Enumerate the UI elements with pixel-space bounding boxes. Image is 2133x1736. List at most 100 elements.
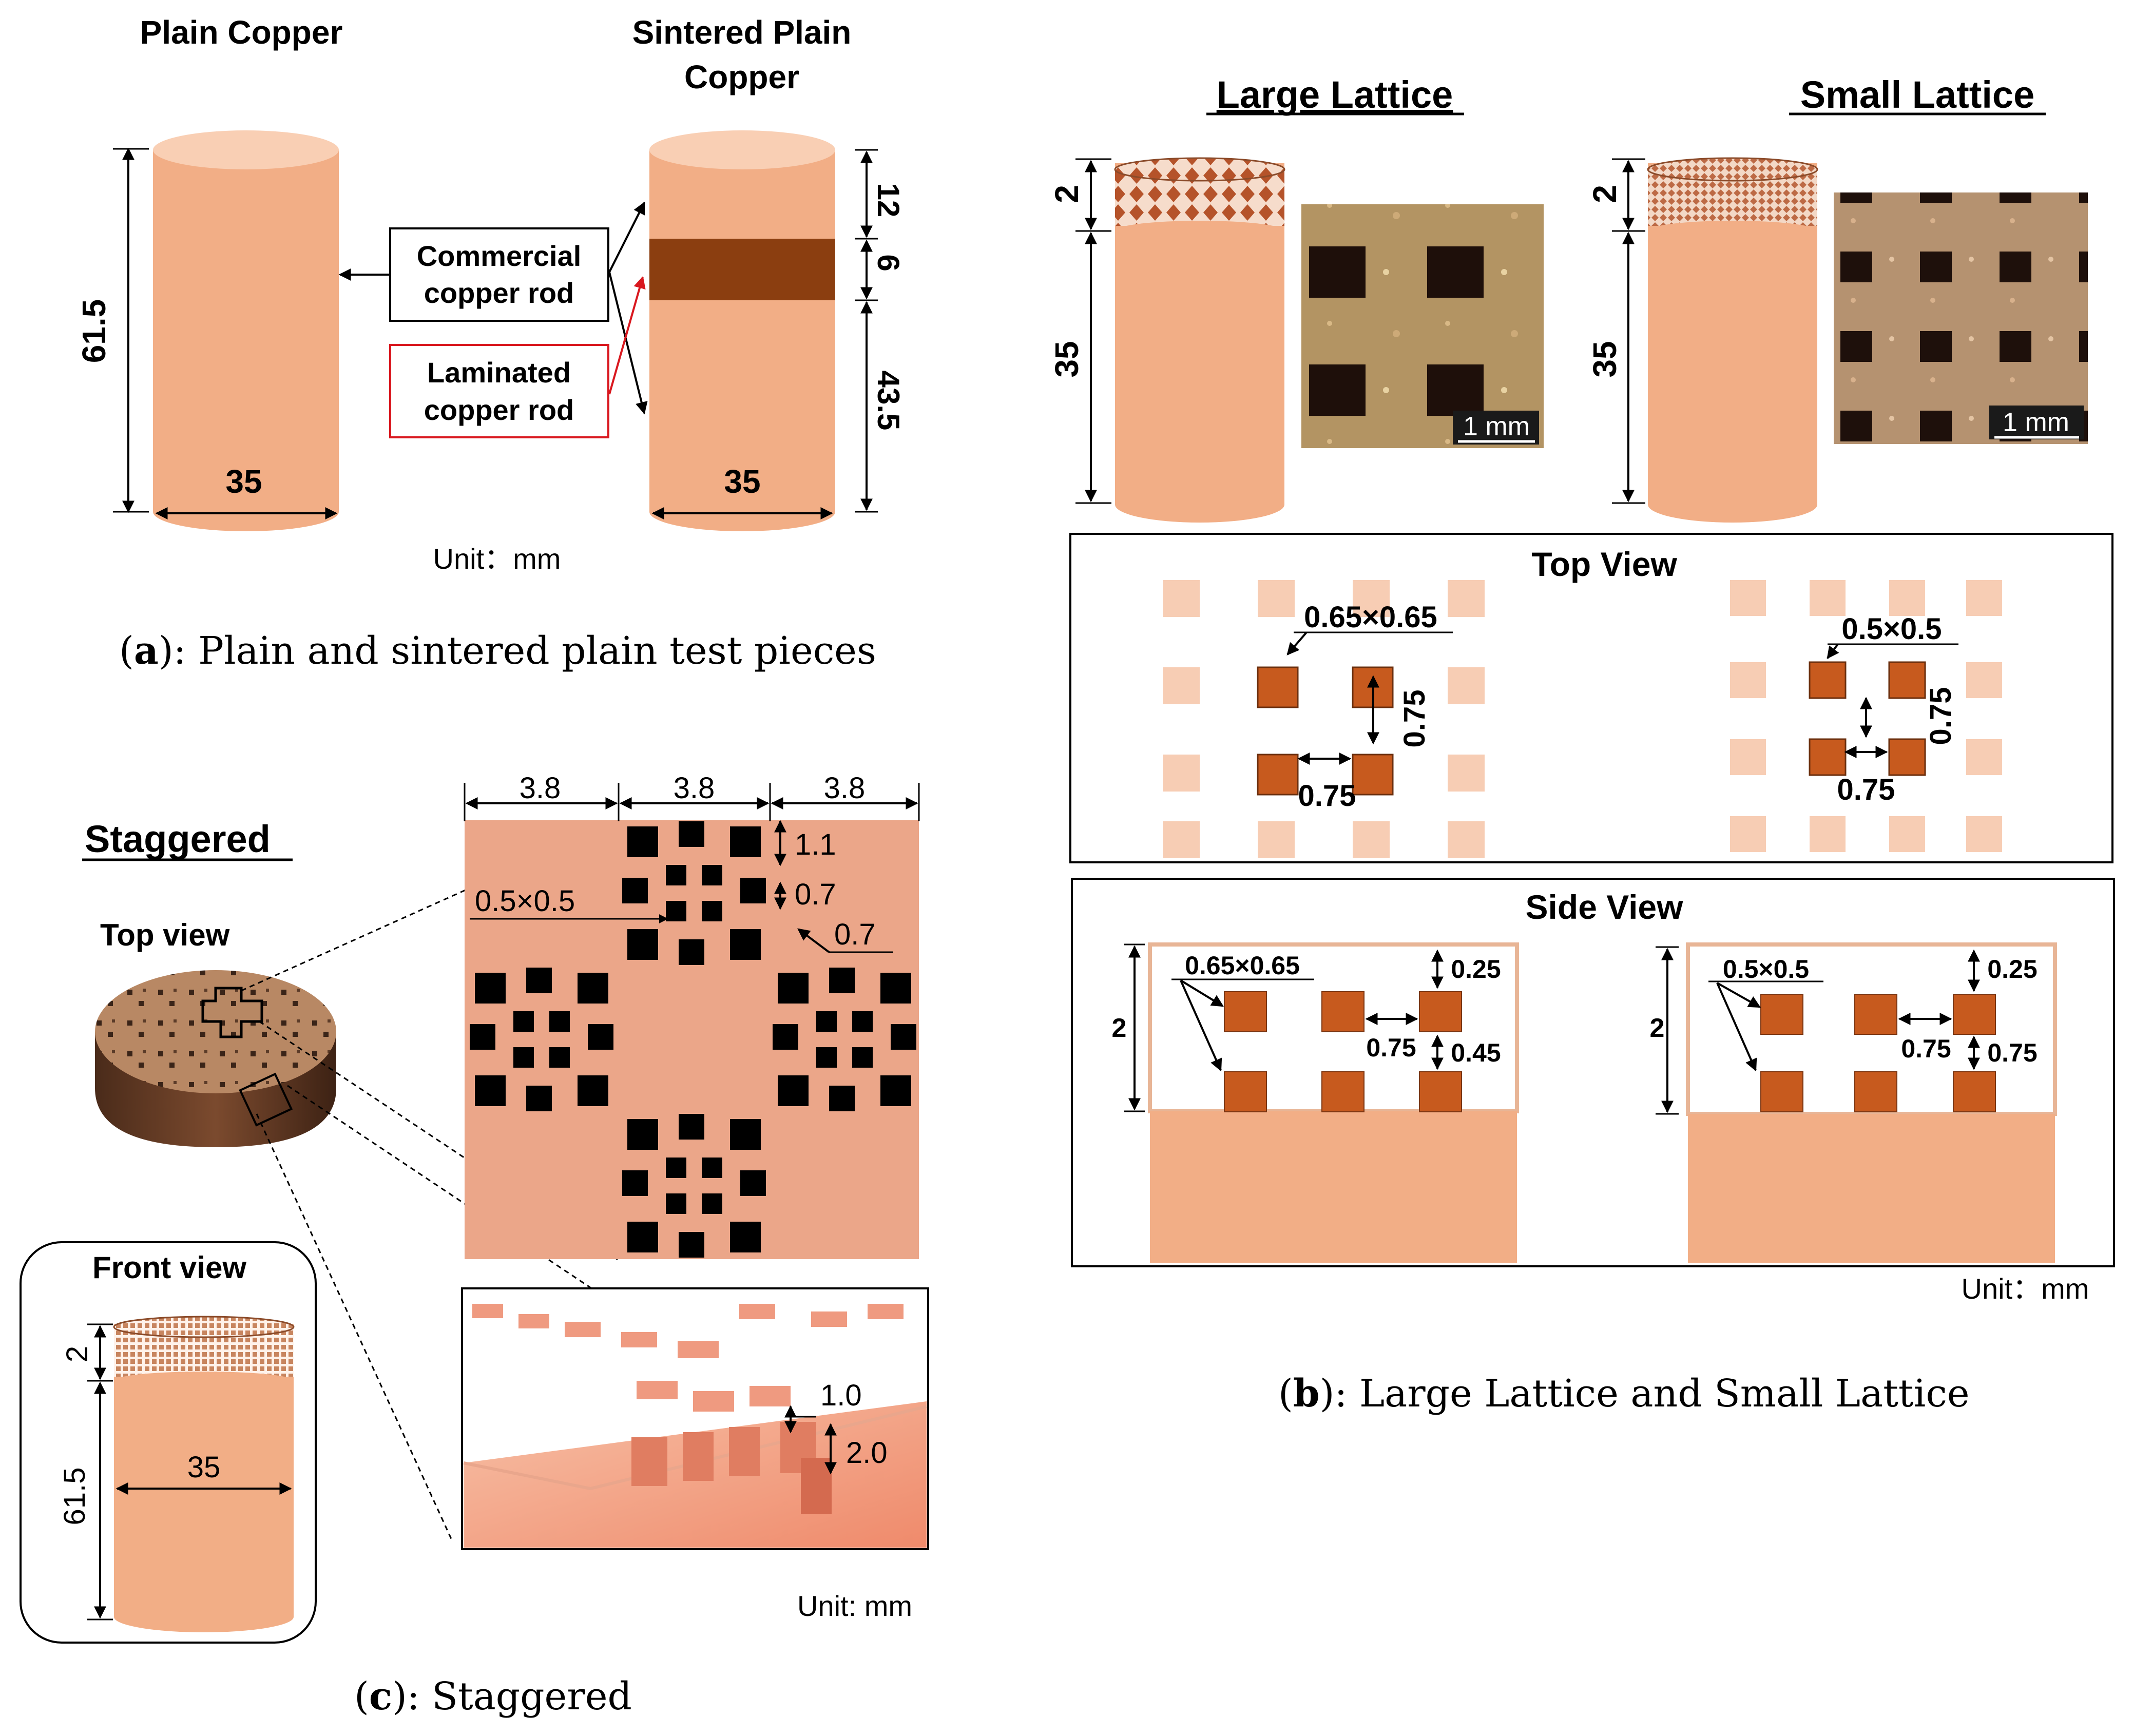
top-small-faded-pore — [1730, 739, 1766, 775]
top-large-faded-pore — [1163, 821, 1200, 858]
laminated-rod-box — [389, 344, 609, 438]
staggered-pore — [730, 1119, 761, 1150]
side-large-pore-label: 0.65×0.65 — [1185, 951, 1300, 980]
staggered-pore — [475, 973, 506, 1004]
top-large-faded-pore — [1448, 821, 1485, 858]
bottom-section-label: 43.5 — [871, 371, 906, 431]
top-small-faded-pore — [1889, 580, 1925, 616]
top-large-faded-pore — [1258, 580, 1295, 617]
top-large-faded-pore — [1448, 580, 1485, 617]
side-view-large — [1148, 942, 1519, 1263]
dim-0-7b: 0.7 — [834, 918, 876, 951]
staggered-pattern-bg — [465, 820, 919, 1259]
side-large-gap: 0.45 — [1451, 1038, 1501, 1067]
top-view-box — [1069, 533, 2113, 863]
large-body-height-label: 35 — [1048, 341, 1085, 377]
staggered-pore — [627, 929, 658, 960]
staggered-pore — [829, 1086, 855, 1111]
top-large-faded-pore — [1258, 821, 1295, 858]
front-view-label: Front view — [92, 1250, 246, 1285]
staggered-pore — [778, 973, 809, 1004]
staggered-pore — [526, 1086, 552, 1111]
staggered-pore — [622, 1170, 648, 1196]
staggered-pore — [513, 1047, 534, 1068]
top-small-faded-pore — [1889, 816, 1925, 852]
large-lattice-title: Large Lattice — [1217, 73, 1453, 116]
cell-width-3: 3.8 — [824, 771, 866, 805]
plain-copper-cylinder — [153, 130, 339, 531]
side-small-gap: 0.75 — [1987, 1038, 2037, 1067]
top-small-faded-pore — [1730, 662, 1766, 698]
plain-copper-title: Plain Copper — [140, 14, 343, 51]
staggered-pore — [702, 865, 722, 885]
top-large-pitch-h: 0.75 — [1298, 779, 1356, 813]
staggered-title: Staggered — [85, 818, 271, 860]
top-large-pore — [1352, 754, 1394, 796]
staggered-pore — [666, 865, 686, 885]
staggered-pore — [880, 1075, 911, 1106]
side-large-height: 2 — [1112, 1013, 1127, 1043]
large-scale-bar-label: 1 mm — [1463, 412, 1530, 441]
staggered-pore — [730, 1222, 761, 1252]
top-small-faded-pore — [1730, 580, 1766, 616]
top-large-faded-pore — [1163, 667, 1200, 704]
small-lattice-title: Small Lattice — [1800, 73, 2035, 116]
staggered-pore — [679, 939, 704, 965]
band-section-label: 6 — [871, 254, 906, 271]
caption-c: (c): Staggered — [354, 1674, 632, 1719]
top-view-small-grid — [1730, 580, 2002, 852]
cell-width-1: 3.8 — [520, 771, 561, 805]
plain-diameter-label: 35 — [225, 463, 262, 500]
side-large-top-gap: 0.25 — [1451, 955, 1501, 983]
large-lattice-height-label: 2 — [1048, 185, 1085, 203]
caption-b: (b): Large Lattice and Small Lattice — [1278, 1372, 1970, 1416]
plain-height-label: 61.5 — [75, 299, 112, 363]
small-body-height-label: 35 — [1586, 341, 1623, 377]
staggered-pore — [891, 1024, 916, 1050]
top-large-faded-pore — [1353, 580, 1390, 617]
side-small-height: 2 — [1650, 1013, 1665, 1043]
top-view-title: Top View — [1531, 545, 1677, 583]
top-small-pitch-h: 0.75 — [1837, 773, 1895, 806]
staggered-pore — [852, 1011, 873, 1032]
top-small-pore — [1809, 661, 1847, 699]
staggered-pore — [549, 1047, 570, 1068]
top-small-faded-pore — [1966, 662, 2002, 698]
staggered-pore — [627, 1119, 658, 1150]
staggered-pore — [578, 973, 608, 1004]
cell-width-2: 3.8 — [674, 771, 715, 805]
top-large-faded-pore — [1353, 821, 1390, 858]
staggered-pore — [730, 826, 761, 857]
staggered-pore — [666, 1158, 686, 1178]
dim-0-7a: 0.7 — [795, 878, 836, 911]
staggered-pore — [627, 1222, 658, 1252]
top-small-faded-pore — [1966, 816, 2002, 852]
side-view-small — [1686, 942, 2057, 1263]
staggered-pore — [513, 1011, 534, 1032]
staggered-pore — [679, 1114, 704, 1140]
top-small-pore-label: 0.5×0.5 — [1841, 612, 1942, 646]
top-section-label: 12 — [871, 183, 906, 218]
top-small-faded-pore — [1810, 816, 1846, 852]
staggered-pore — [702, 1158, 722, 1178]
laminated-rod-line1: Laminated — [427, 356, 571, 389]
panel-a: Plain Copper Sintered Plain Copper 61.5 … — [75, 14, 906, 673]
staggered-pore — [526, 968, 552, 993]
staggered-pore — [627, 826, 658, 857]
staggered-pore — [740, 1170, 766, 1196]
staggered-isometric-render — [461, 1287, 929, 1550]
staggered-pore — [666, 1193, 686, 1214]
small-lattice-micrograph: 1 mm — [1834, 192, 2088, 444]
depth-2-0: 2.0 — [846, 1436, 888, 1470]
side-small-pitch: 0.75 — [1901, 1034, 1951, 1063]
panel-c: Staggered Top view 3.8 3.8 3.8 1.1 0.7 — [20, 771, 929, 1719]
staggered-pore — [778, 1075, 809, 1106]
staggered-top-photo — [95, 970, 336, 1147]
staggered-pore — [816, 1047, 837, 1068]
large-lattice-micrograph: 1 mm — [1301, 204, 1544, 448]
top-large-pitch-v: 0.75 — [1398, 690, 1431, 748]
unit-label-a: Unit：mm — [433, 543, 561, 575]
staggered-pore — [475, 1075, 506, 1106]
unit-label-b: Unit：mm — [1962, 1272, 2089, 1305]
